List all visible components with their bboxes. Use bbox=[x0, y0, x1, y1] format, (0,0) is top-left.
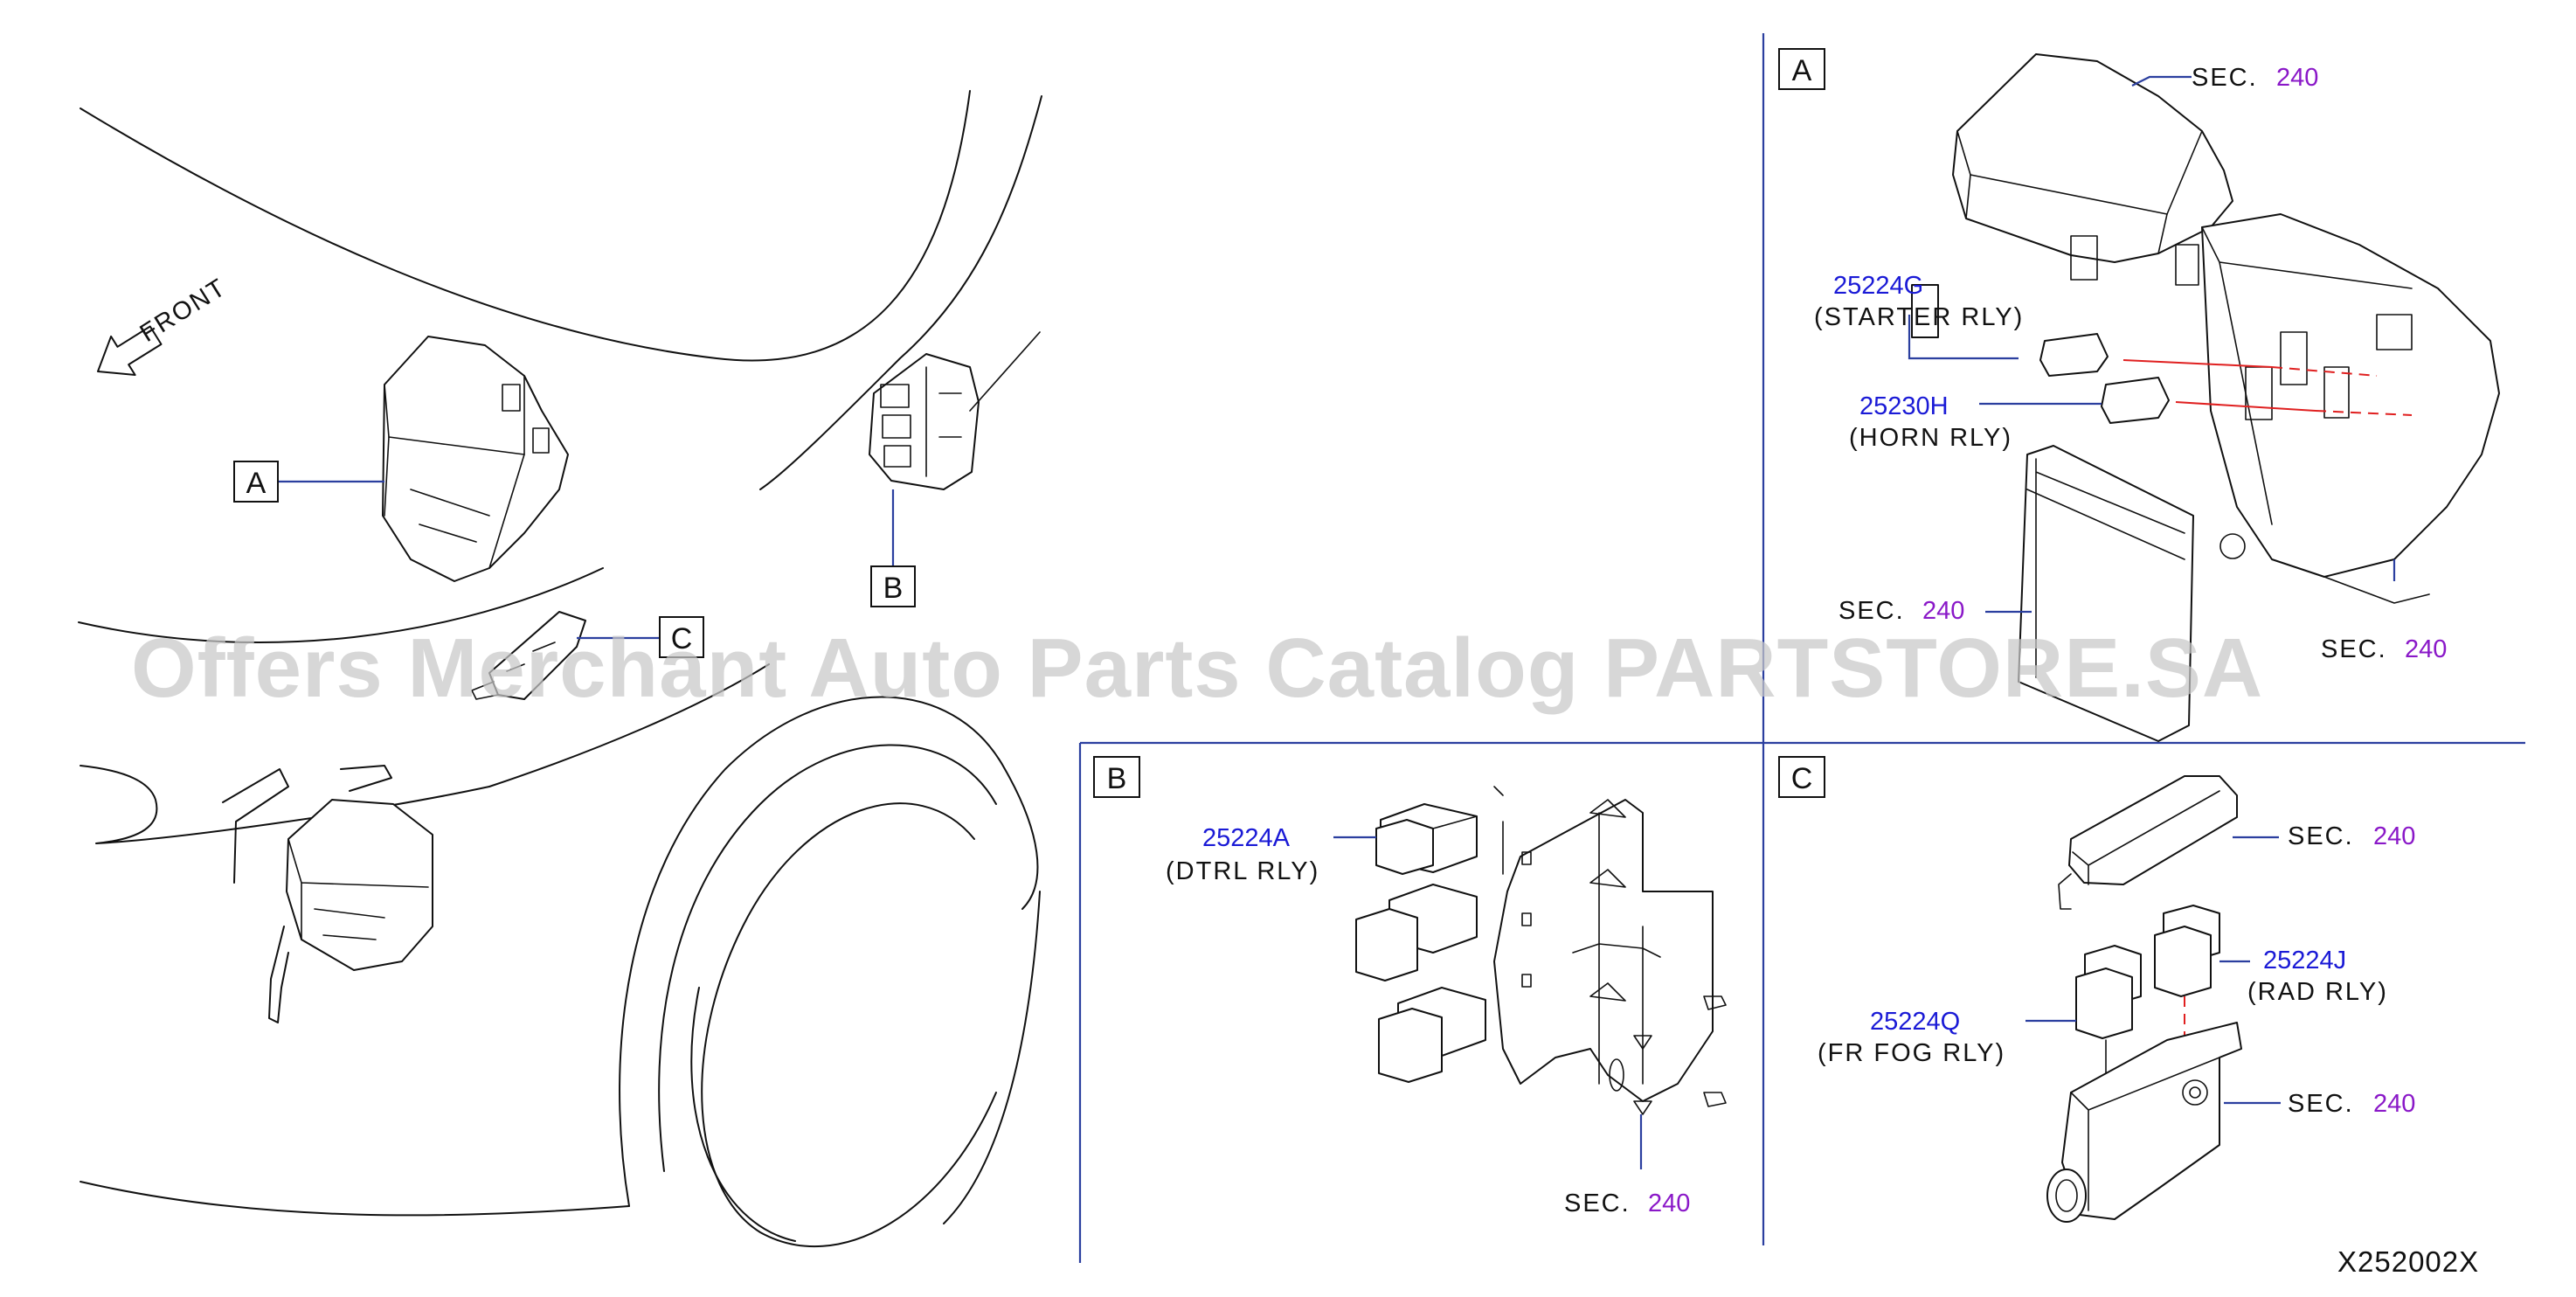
front-label: FRONT bbox=[135, 274, 232, 348]
callout-a[interactable]: A bbox=[233, 461, 279, 503]
rad-relay-icon bbox=[2154, 905, 2220, 997]
fog-relay-part-number[interactable]: 25224Q bbox=[1870, 1008, 1960, 1036]
diagram-id: X252002X bbox=[2337, 1245, 2479, 1278]
horn-relay-icon bbox=[2101, 377, 2170, 424]
panel-c-sec-bottom[interactable]: SEC. 240 bbox=[2288, 1090, 2415, 1118]
dtrl-relay-desc: (DTRL RLY) bbox=[1166, 857, 1319, 885]
svg-text:240: 240 bbox=[2373, 1090, 2415, 1118]
fuse-block-body bbox=[2201, 213, 2500, 604]
svg-text:A: A bbox=[246, 467, 267, 500]
svg-text:SEC.: SEC. bbox=[1839, 597, 1905, 625]
relay-box-cover bbox=[2058, 775, 2238, 910]
watermark: Offers Merchant Auto Parts Catalog PARTS… bbox=[131, 621, 2263, 715]
svg-text:A: A bbox=[1792, 54, 1812, 87]
panel-b-sec[interactable]: SEC. 240 bbox=[1564, 1189, 1690, 1217]
svg-text:SEC.: SEC. bbox=[2321, 635, 2387, 663]
panel-a-sec-mid[interactable]: SEC. 240 bbox=[1839, 597, 1964, 625]
dtrl-relay-icon bbox=[1375, 803, 1478, 875]
rad-relay-part-number[interactable]: 25224J bbox=[2263, 947, 2346, 974]
overview-lower-module bbox=[222, 765, 433, 1023]
panel-c-sec-top[interactable]: SEC. 240 bbox=[2288, 822, 2415, 850]
svg-text:240: 240 bbox=[1648, 1189, 1690, 1217]
svg-text:C: C bbox=[671, 622, 693, 655]
svg-text:240: 240 bbox=[2373, 822, 2415, 850]
overview-relay-box-a bbox=[382, 336, 569, 582]
overview-relay-bracket-b bbox=[869, 331, 1041, 490]
starter-relay-desc: (STARTER RLY) bbox=[1814, 303, 2024, 331]
fog-relay-desc: (FR FOG RLY) bbox=[1818, 1039, 2005, 1067]
svg-text:SEC.: SEC. bbox=[2192, 64, 2258, 92]
starter-relay-part-number[interactable]: 25224G bbox=[1833, 272, 1923, 300]
svg-text:C: C bbox=[1791, 762, 1813, 795]
panel-frames bbox=[1078, 33, 2525, 1263]
svg-text:240: 240 bbox=[1922, 597, 1964, 625]
svg-text:SEC.: SEC. bbox=[2288, 1090, 2354, 1118]
rad-relay-desc: (RAD RLY) bbox=[2247, 978, 2388, 1006]
svg-text:240: 240 bbox=[2405, 635, 2447, 663]
relay-bracket bbox=[1493, 786, 1727, 1115]
front-arrow-icon bbox=[97, 325, 163, 377]
control-module bbox=[2018, 445, 2194, 742]
panel-c: C bbox=[1778, 756, 2415, 1223]
dtrl-relay-part-number[interactable]: 25224A bbox=[1202, 824, 1291, 852]
horn-relay-part-number[interactable]: 25230H bbox=[1859, 392, 1949, 420]
vehicle-overview bbox=[78, 90, 1042, 1247]
horn-relay-desc: (HORN RLY) bbox=[1849, 424, 2012, 452]
panel-a: A bbox=[1778, 48, 2500, 742]
panel-b-label: B bbox=[1093, 756, 1140, 798]
relay-2-icon bbox=[1355, 884, 1478, 981]
panel-a-sec-bottom[interactable]: SEC. 240 bbox=[2321, 635, 2447, 663]
panel-a-label: A bbox=[1778, 48, 1825, 90]
panel-b: B bbox=[1093, 756, 1727, 1217]
svg-text:B: B bbox=[1107, 762, 1127, 795]
relay-box-base bbox=[2046, 1022, 2242, 1223]
svg-text:240: 240 bbox=[2276, 64, 2318, 92]
svg-text:SEC.: SEC. bbox=[1564, 1189, 1631, 1217]
overview-relay-cluster-c bbox=[471, 611, 586, 700]
svg-text:B: B bbox=[883, 572, 904, 605]
overview-callouts bbox=[278, 480, 895, 640]
panel-a-sec-top[interactable]: SEC. 240 bbox=[2192, 64, 2318, 92]
starter-relay-icon bbox=[1911, 284, 2109, 377]
callout-c[interactable]: C bbox=[659, 616, 704, 658]
fog-relay-icon bbox=[2075, 945, 2142, 1039]
svg-text:SEC.: SEC. bbox=[2288, 822, 2354, 850]
callout-b[interactable]: B bbox=[870, 565, 916, 607]
panel-c-label: C bbox=[1778, 756, 1825, 798]
fuse-block-cover bbox=[1952, 53, 2233, 286]
relay-3-icon bbox=[1378, 987, 1486, 1083]
